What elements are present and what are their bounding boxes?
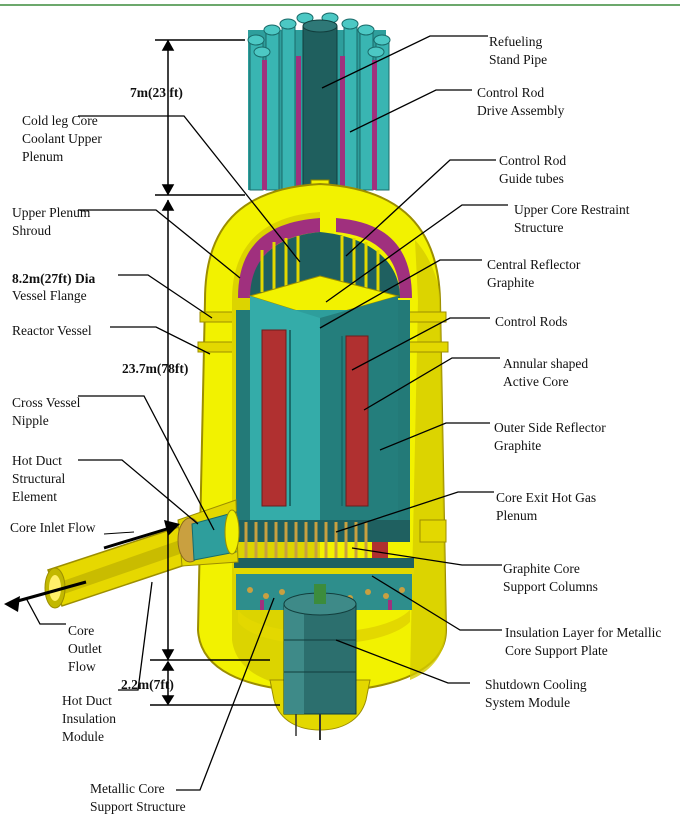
label-vessel-flange: Vessel Flange xyxy=(12,288,87,303)
label-control-rods: Control Rods xyxy=(495,314,568,329)
label-outer-side-reflector: Outer Side Reflector Graphite xyxy=(494,420,606,453)
label-insulation-layer: Insulation Layer for Metallic Core Suppo… xyxy=(505,625,662,658)
label-central-reflector: Central Reflector Graphite xyxy=(487,257,581,290)
label-hot-duct-structural-element: Hot Duct Structural Element xyxy=(12,453,66,504)
label-upper-core-restraint: Upper Core Restraint Structure xyxy=(514,202,630,235)
label-core-inlet-flow: Core Inlet Flow xyxy=(10,520,96,535)
cross-vessel-hot-duct xyxy=(44,499,240,609)
label-reactor-vessel: Reactor Vessel xyxy=(12,323,92,338)
refueling-stand-pipes xyxy=(247,12,391,195)
label-annular-active-core: Annular shaped Active Core xyxy=(503,356,589,389)
label-core-exit-hot-gas-plenum: Core Exit Hot Gas Plenum xyxy=(496,490,597,523)
label-core-outlet-flow: Core Outlet Flow xyxy=(68,623,102,674)
label-upper-plenum-shroud: Upper Plenum Shroud xyxy=(12,205,91,238)
label-hot-duct-insulation: Hot Duct Insulation Module xyxy=(62,693,116,744)
label-graphite-support-columns: Graphite Core Support Columns xyxy=(503,561,598,594)
label-refueling-stand-pipe: Refueling Stand Pipe xyxy=(489,34,548,67)
callout-lines xyxy=(25,35,508,791)
label-control-rod-guide-tubes: Control Rod Guide tubes xyxy=(499,153,567,186)
dimension-vessel-height: 23.7m(78ft) xyxy=(122,361,189,376)
dimension-bottom-height: 2.2m(7ft) xyxy=(121,677,174,692)
shutdown-cooling-module xyxy=(269,584,371,740)
label-cross-vessel-nipple: Cross Vessel Nipple xyxy=(12,395,81,428)
dimension-top-height: 7m(23 ft) xyxy=(130,85,183,100)
vessel-interior xyxy=(232,212,412,690)
flow-arrows xyxy=(4,520,180,612)
label-shutdown-cooling-module: Shutdown Cooling System Module xyxy=(485,677,587,710)
dimension-lines xyxy=(150,39,280,706)
label-vessel-flange-diameter: 8.2m(27ft) Dia xyxy=(12,271,96,286)
label-control-rod-drive-assembly: Control Rod Drive Assembly xyxy=(477,85,565,118)
label-cold-leg-upper-plenum: Cold leg Core Coolant Upper Plenum xyxy=(22,113,102,164)
label-metallic-core-support: Metallic Core Support Structure xyxy=(90,781,186,814)
